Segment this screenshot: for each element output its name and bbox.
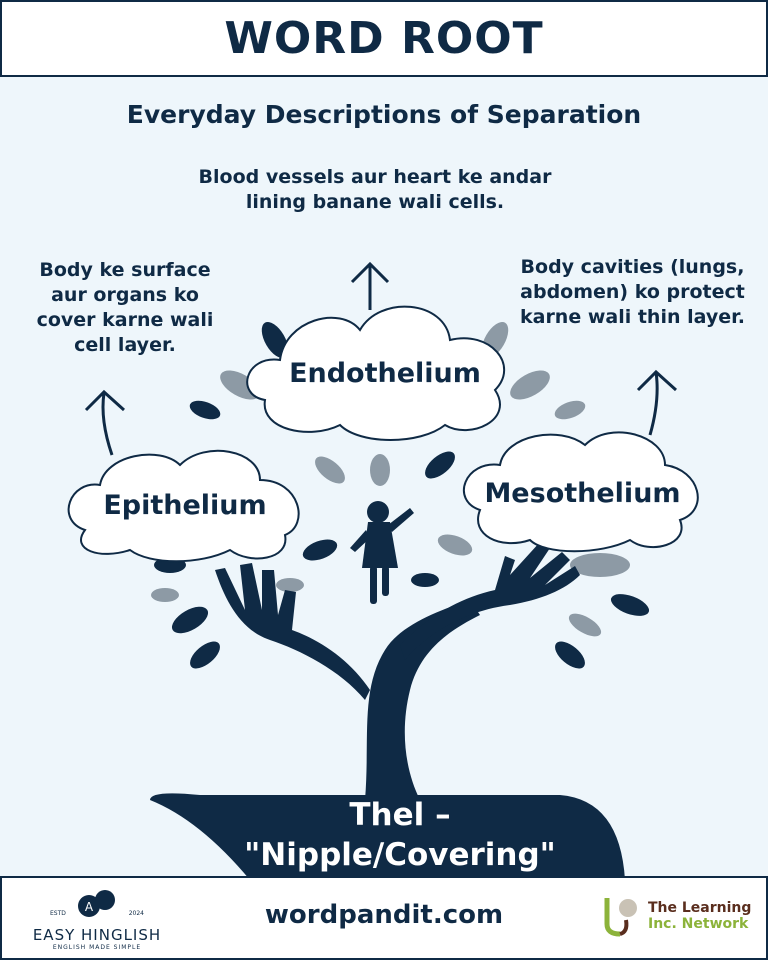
learning-inc-logo: The Learning Inc. Network [602, 894, 751, 938]
root-meaning: "Nipple/Covering" [244, 837, 556, 873]
left-hand [215, 563, 370, 700]
header: WORD ROOT [0, 0, 768, 77]
cloud-shapes [67, 305, 699, 563]
cloud-endothelium: Endothelium [289, 358, 481, 389]
child-silhouette [350, 501, 414, 604]
arrow-icons [84, 261, 678, 456]
tree-u-icon [604, 898, 637, 937]
page-title: WORD ROOT [224, 13, 544, 64]
speech-bubbles-icon: A [78, 890, 115, 917]
logo-line-1: The Learning [648, 900, 752, 916]
trunk [365, 600, 480, 800]
root-word: Thel – [349, 797, 451, 833]
right-hand [400, 542, 580, 660]
tree-illustration [67, 261, 699, 880]
logo-name: EASY HINGLISH [32, 926, 162, 944]
website-link[interactable]: wordpandit.com [264, 900, 504, 930]
cloud-epithelium: Epithelium [103, 490, 267, 521]
estd-year: 2024 [128, 910, 144, 917]
subtitle: Everyday Descriptions of Separation [126, 100, 642, 129]
logo-tagline: ENGLISH MADE SIMPLE [52, 944, 142, 951]
root-label: Thel – "Nipple/Covering" [230, 795, 570, 875]
root-ground [150, 793, 625, 880]
endothelium-description: Blood vessels aur heart ke andar lining … [198, 166, 552, 213]
mesothelium-description: Body cavities (lungs, abdomen) ko protec… [519, 256, 746, 328]
easy-hinglish-logo: A ESTD 2024 EASY HINGLISH ENGLISH MADE S… [32, 888, 162, 951]
svg-text:A: A [85, 900, 94, 914]
logo-line-2: Inc. Network [648, 916, 749, 932]
cloud-mesothelium: Mesothelium [484, 478, 681, 509]
estd-label: ESTD [50, 910, 66, 917]
leaves [151, 321, 650, 669]
footer: A ESTD 2024 EASY HINGLISH ENGLISH MADE S… [0, 876, 768, 960]
epithelium-description: Body ke surface aur organs ko cover karn… [36, 259, 214, 356]
